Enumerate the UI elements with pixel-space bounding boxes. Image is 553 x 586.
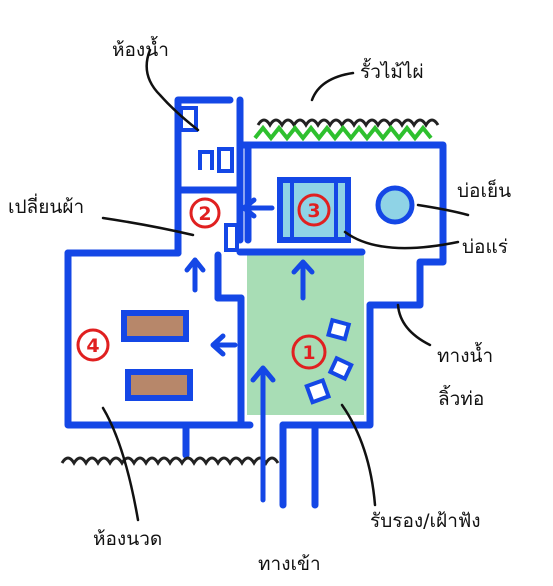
hedge xyxy=(253,124,433,142)
bottom-fence xyxy=(60,456,280,466)
label-changing-room: เปลี่ยนผ้า xyxy=(8,193,84,218)
toilet-fixture-2 xyxy=(217,147,234,173)
label-drain-sub: ลิ้วท่อ xyxy=(438,385,484,410)
label-cold-pool: บ่อเย็น xyxy=(457,178,511,202)
massage-bed-1 xyxy=(121,310,189,342)
station-4: 4 xyxy=(76,328,110,362)
label-bamboo-fence: รั้วไม้ไผ่ xyxy=(360,58,424,83)
label-reception: รับรอง/เฝ้าฟัง xyxy=(370,510,481,532)
svg-text:4: 4 xyxy=(86,335,99,357)
label-mineral-pool: บ่อแร่ xyxy=(462,236,508,258)
svg-text:3: 3 xyxy=(307,200,320,222)
walls xyxy=(64,96,447,509)
toilet-fixture xyxy=(179,106,198,132)
label-drain: ทางน้ำ xyxy=(437,342,493,367)
cold-pool xyxy=(375,185,415,225)
station-3: 3 xyxy=(297,193,331,227)
station-1: 1 xyxy=(291,334,327,370)
massage-bed-2 xyxy=(125,369,193,401)
leader-lines xyxy=(101,48,470,522)
reception-chair-1 xyxy=(326,317,352,342)
bamboo-fence xyxy=(256,118,440,128)
flow-arrows xyxy=(184,197,315,503)
reception-chair-3 xyxy=(327,355,354,382)
reception-chair-2 xyxy=(304,377,332,405)
toilet-door xyxy=(198,150,214,170)
station-2: 2 xyxy=(189,197,221,229)
label-toilet: ห้องน้ำ xyxy=(112,36,169,61)
label-entrance: ทางเข้า xyxy=(258,553,321,575)
label-massage-room: ห้องนวด xyxy=(93,528,162,550)
svg-text:2: 2 xyxy=(198,203,211,225)
changing-fixture xyxy=(224,223,239,252)
svg-text:1: 1 xyxy=(302,342,315,364)
